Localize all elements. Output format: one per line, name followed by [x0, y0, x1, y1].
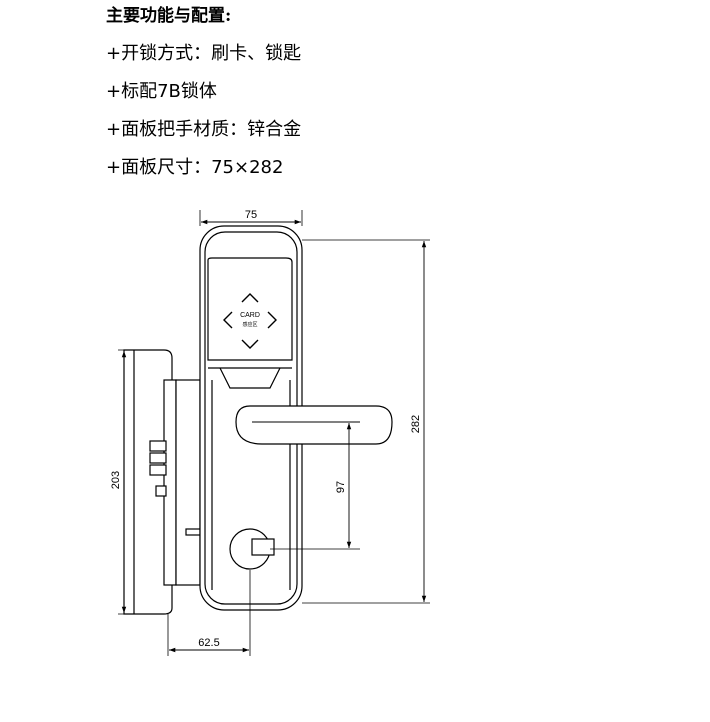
dimension-label-97: 97	[335, 481, 347, 493]
card-sublabel: 感应区	[242, 321, 257, 328]
lever-handle	[235, 405, 393, 445]
spec-item-lock-body: +标配7B锁体	[106, 81, 217, 102]
back-plate	[123, 349, 201, 615]
card-label: CARD	[240, 312, 260, 319]
spec-item-unlock-method: +开锁方式：刷卡、锁匙	[106, 43, 302, 64]
dimension-label-203: 203	[110, 471, 122, 489]
card-reader	[207, 257, 293, 389]
spec-item-panel-size: +面板尺寸：75×282	[106, 157, 284, 178]
latch-bolts	[149, 440, 201, 536]
dimension-label-75: 75	[245, 209, 257, 221]
spec-title: 主要功能与配置:	[106, 6, 232, 26]
dimension-label-62-5: 62.5	[198, 637, 219, 649]
dimension-label-282: 282	[410, 415, 422, 433]
spec-list: 主要功能与配置: +开锁方式：刷卡、锁匙 +标配7B锁体 +面板把手材质：锌合金…	[106, 4, 301, 194]
key-cylinder	[229, 528, 275, 570]
spec-item-material: +面板把手材质：锌合金	[106, 119, 302, 140]
